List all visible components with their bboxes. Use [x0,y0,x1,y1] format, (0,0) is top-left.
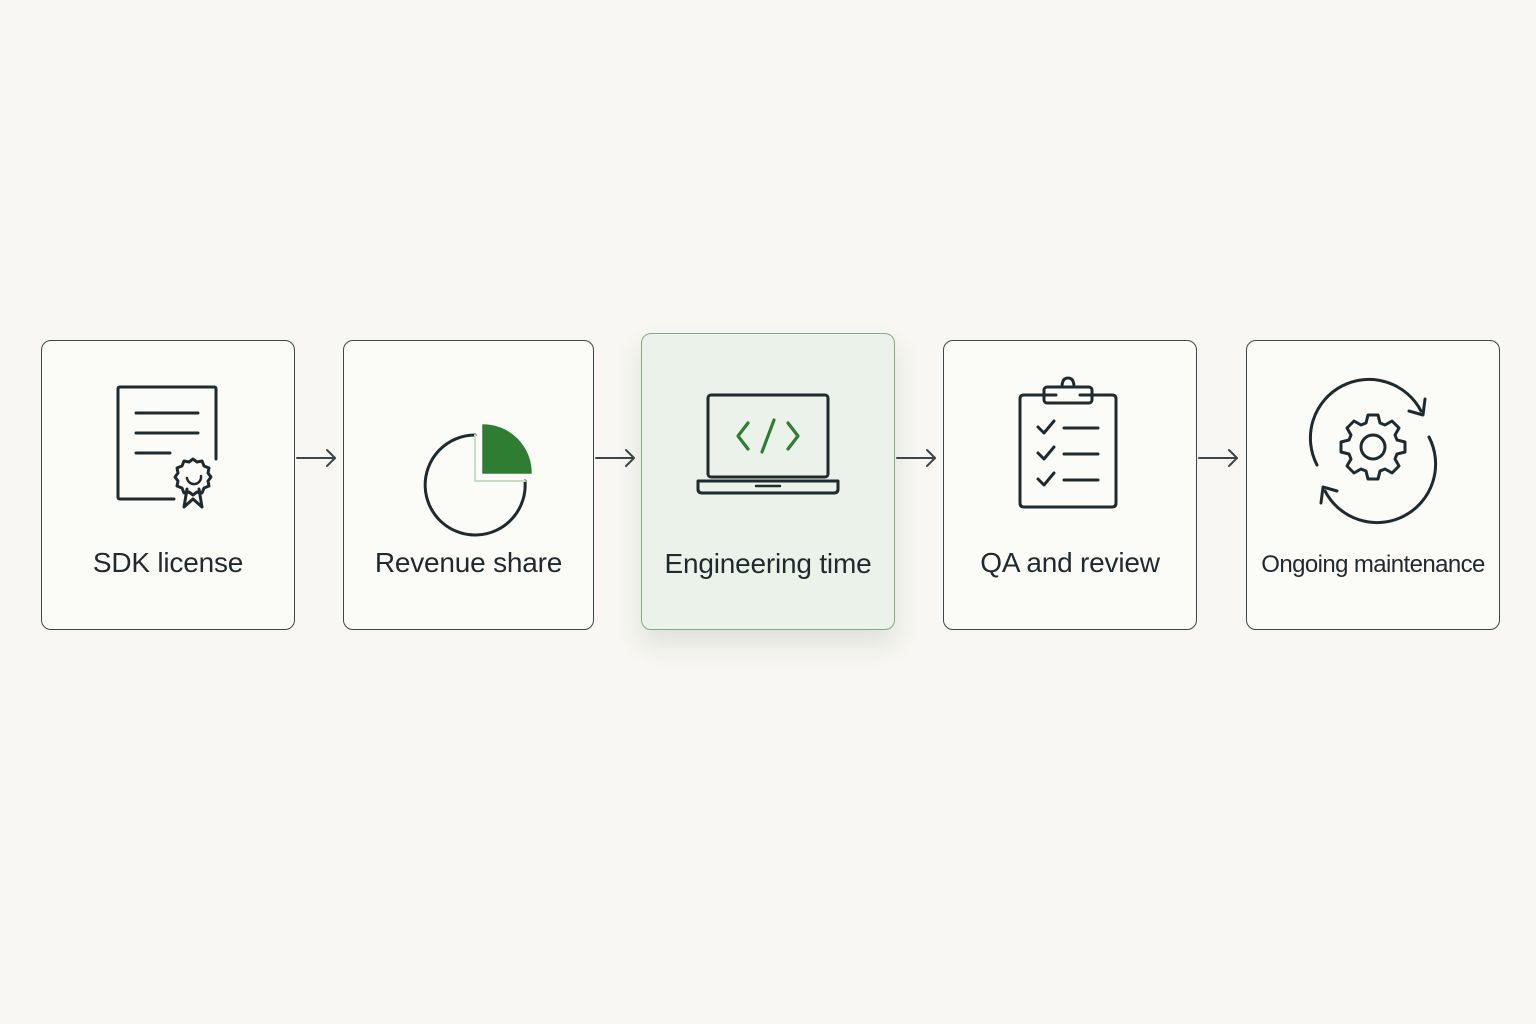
step-label: QA and review [980,547,1160,578]
arrow-right-icon [895,447,939,469]
step-card-sdk-license: SDK license [41,340,295,630]
clipboard-checklist-icon [1000,376,1140,521]
arrow-right-icon [594,447,638,469]
gear-cycle-icon [1303,377,1443,525]
laptop-code-icon [696,381,840,521]
step-card-ongoing-maintenance: Ongoing maintenance [1246,340,1500,630]
step-label: Ongoing maintenance [1261,551,1485,578]
step-label: Engineering time [664,548,872,579]
step-card-qa-review: QA and review [943,340,1197,630]
step-card-engineering-time: Engineering time [641,333,895,630]
step-label: SDK license [92,547,244,578]
pie-chart-icon [399,381,539,537]
certificate-icon [98,381,238,521]
arrow-right-icon [1197,447,1241,469]
step-card-revenue-share: Revenue share [343,340,594,630]
arrow-right-icon [295,447,339,469]
step-label: Revenue share [374,547,563,578]
